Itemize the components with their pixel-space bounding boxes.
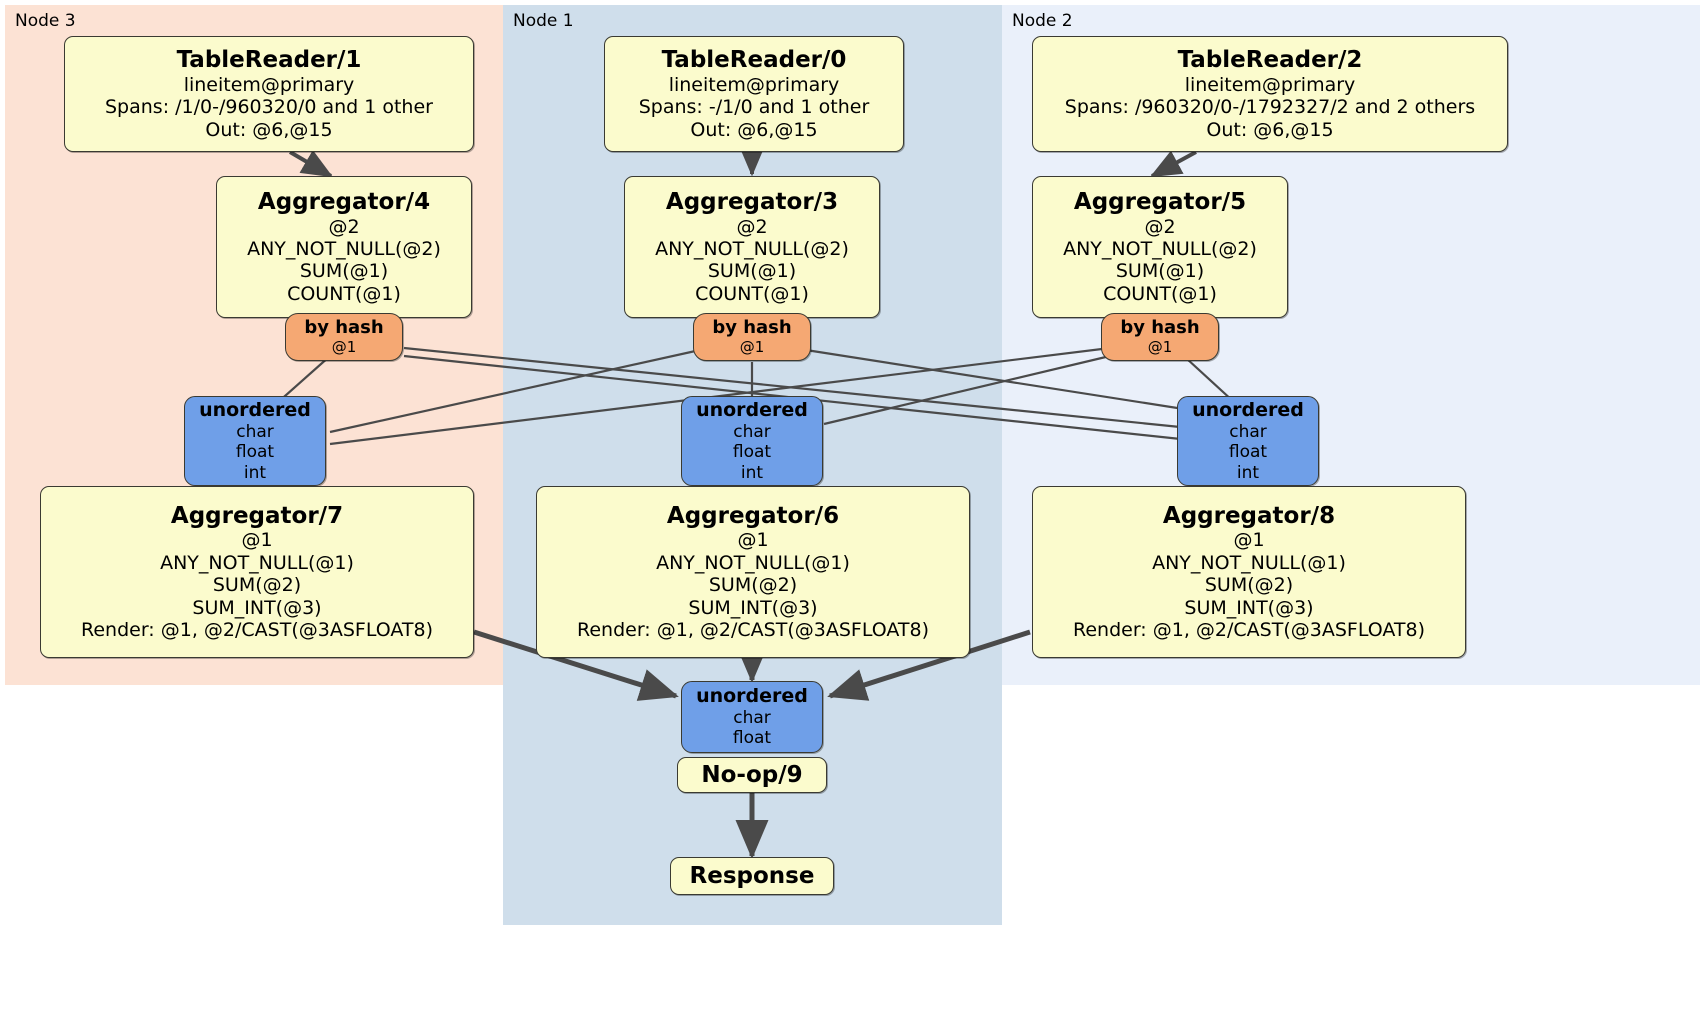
sync-unordered-final[interactable]: unordered char float [681, 681, 823, 753]
processor-group-cols: @1 [737, 529, 769, 552]
router-column: @1 [739, 337, 765, 356]
processor-agg-3: COUNT(@1) [1103, 282, 1217, 305]
sync-unordered-node1[interactable]: unordered char float int [681, 396, 823, 486]
sync-type-1: char [733, 708, 771, 728]
processor-group-cols: @2 [328, 215, 360, 238]
processor-aggregator-4[interactable]: Aggregator/4 @2 ANY_NOT_NULL(@2) SUM(@1)… [216, 176, 472, 318]
processor-title: Aggregator/4 [257, 188, 431, 215]
processor-aggregator-8[interactable]: Aggregator/8 @1 ANY_NOT_NULL(@1) SUM(@2)… [1032, 486, 1466, 658]
router-title: by hash [1120, 317, 1200, 339]
router-column: @1 [1147, 337, 1173, 356]
sync-type-2: float [1228, 442, 1268, 463]
processor-spans: Spans: -/1/0 and 1 other [638, 96, 870, 119]
processor-agg-3: COUNT(@1) [287, 282, 401, 305]
processor-title: Aggregator/7 [170, 502, 344, 529]
processor-out: Out: @6,@15 [1206, 118, 1334, 141]
router-by-hash-node1[interactable]: by hash @1 [693, 313, 811, 361]
processor-noop-9[interactable]: No-op/9 [677, 757, 827, 793]
sync-unordered-node3[interactable]: unordered char float int [184, 396, 326, 486]
router-by-hash-node3[interactable]: by hash @1 [285, 313, 403, 361]
processor-aggregator-7[interactable]: Aggregator/7 @1 ANY_NOT_NULL(@1) SUM(@2)… [40, 486, 474, 658]
sync-type-2: float [732, 728, 772, 749]
processor-aggregator-5[interactable]: Aggregator/5 @2 ANY_NOT_NULL(@2) SUM(@1)… [1032, 176, 1288, 318]
processor-agg-1: ANY_NOT_NULL(@1) [160, 551, 354, 574]
node-panel-label-node1: Node 1 [513, 11, 574, 31]
processor-table: lineitem@primary [668, 73, 840, 96]
processor-group-cols: @1 [241, 529, 273, 552]
processor-spans: Spans: /1/0-/960320/0 and 1 other [105, 96, 433, 119]
sync-title: unordered [199, 399, 311, 422]
sync-type-2: float [235, 442, 275, 463]
processor-title: Aggregator/3 [665, 188, 839, 215]
processor-agg-1: ANY_NOT_NULL(@2) [1063, 237, 1257, 260]
sync-type-1: char [236, 421, 274, 442]
processor-out: Out: @6,@15 [690, 118, 818, 141]
sync-title: unordered [696, 685, 808, 708]
sync-type-3: int [740, 462, 764, 483]
processor-agg-3: SUM_INT(@3) [192, 596, 322, 619]
processor-tablereader-2[interactable]: TableReader/2 lineitem@primary Spans: /9… [1032, 36, 1508, 152]
processor-tablereader-0[interactable]: TableReader/0 lineitem@primary Spans: -/… [604, 36, 904, 152]
processor-table: lineitem@primary [183, 73, 355, 96]
node-panel-label-node2: Node 2 [1012, 11, 1073, 31]
processor-agg-2: SUM(@2) [708, 574, 798, 597]
processor-agg-1: ANY_NOT_NULL(@1) [1152, 551, 1346, 574]
processor-group-cols: @2 [736, 215, 768, 238]
router-title: by hash [712, 317, 792, 339]
processor-title: No-op/9 [701, 761, 803, 788]
sync-type-2: float [732, 442, 772, 463]
sync-type-1: char [733, 421, 771, 442]
processor-out: Out: @6,@15 [205, 118, 333, 141]
processor-title: Aggregator/8 [1162, 502, 1336, 529]
sync-type-3: int [1236, 462, 1260, 483]
processor-tablereader-1[interactable]: TableReader/1 lineitem@primary Spans: /1… [64, 36, 474, 152]
processor-agg-2: SUM(@2) [212, 574, 302, 597]
processor-group-cols: @1 [1233, 529, 1265, 552]
sync-type-1: char [1229, 421, 1267, 442]
processor-title: TableReader/2 [1177, 47, 1363, 74]
sync-title: unordered [1192, 399, 1304, 422]
processor-agg-3: SUM_INT(@3) [688, 596, 818, 619]
processor-spans: Spans: /960320/0-/1792327/2 and 2 others [1064, 96, 1476, 119]
processor-render: Render: @1, @2/CAST(@3ASFLOAT8) [81, 618, 433, 641]
processor-group-cols: @2 [1144, 215, 1176, 238]
processor-response[interactable]: Response [670, 857, 834, 895]
processor-title: TableReader/0 [661, 47, 847, 74]
sync-type-3: int [243, 462, 267, 483]
processor-agg-2: SUM(@1) [299, 260, 389, 283]
processor-aggregator-6[interactable]: Aggregator/6 @1 ANY_NOT_NULL(@1) SUM(@2)… [536, 486, 970, 658]
sync-title: unordered [696, 399, 808, 422]
processor-title: Response [689, 862, 815, 889]
processor-agg-1: ANY_NOT_NULL(@2) [247, 237, 441, 260]
processor-title: Aggregator/5 [1073, 188, 1247, 215]
processor-render: Render: @1, @2/CAST(@3ASFLOAT8) [1073, 618, 1425, 641]
processor-agg-1: ANY_NOT_NULL(@1) [656, 551, 850, 574]
processor-agg-1: ANY_NOT_NULL(@2) [655, 237, 849, 260]
router-title: by hash [304, 317, 384, 339]
processor-aggregator-3[interactable]: Aggregator/3 @2 ANY_NOT_NULL(@2) SUM(@1)… [624, 176, 880, 318]
processor-agg-2: SUM(@1) [1115, 260, 1205, 283]
sync-unordered-node2[interactable]: unordered char float int [1177, 396, 1319, 486]
processor-agg-2: SUM(@2) [1204, 574, 1294, 597]
processor-render: Render: @1, @2/CAST(@3ASFLOAT8) [577, 618, 929, 641]
processor-title: Aggregator/6 [666, 502, 840, 529]
processor-title: TableReader/1 [176, 47, 362, 74]
processor-table: lineitem@primary [1184, 73, 1356, 96]
router-column: @1 [331, 337, 357, 356]
processor-agg-2: SUM(@1) [707, 260, 797, 283]
node-panel-label-node3: Node 3 [15, 11, 76, 31]
router-by-hash-node2[interactable]: by hash @1 [1101, 313, 1219, 361]
processor-agg-3: SUM_INT(@3) [1184, 596, 1314, 619]
processor-agg-3: COUNT(@1) [695, 282, 809, 305]
